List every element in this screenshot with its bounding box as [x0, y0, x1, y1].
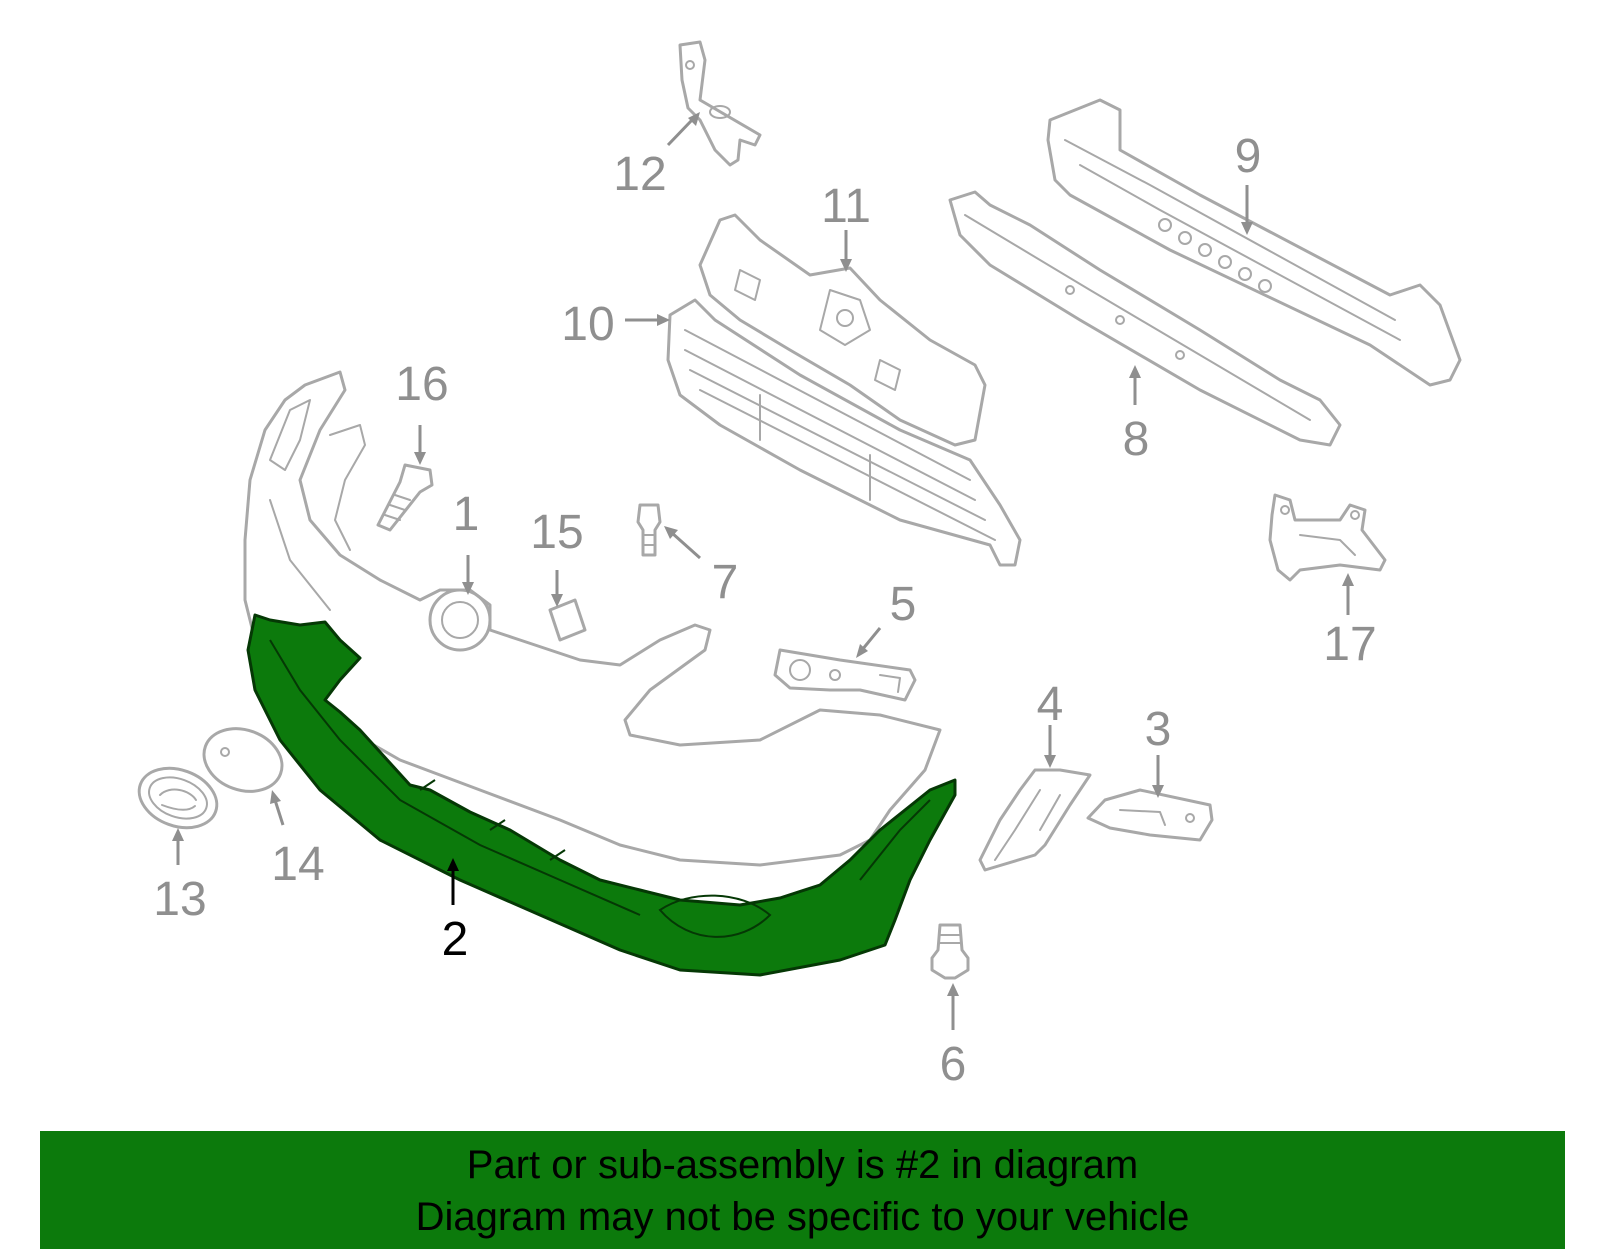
callout-16: 16	[395, 358, 448, 411]
part-2-lower-valance-highlighted	[246, 613, 957, 977]
part-17-bracket	[1268, 493, 1387, 582]
callout-11: 11	[821, 180, 871, 233]
callout-arrows	[172, 112, 1354, 1030]
callout-labels: 12 9 11 10 8 16 1 15 7 5 17 4 3 6 13 14 …	[153, 130, 1376, 1091]
part-9-reinforcement	[1046, 98, 1462, 387]
callout-1: 1	[453, 488, 480, 541]
callout-6: 6	[940, 1038, 967, 1091]
part-11-grille-bracket	[698, 213, 987, 447]
callout-15: 15	[530, 506, 583, 559]
callout-14: 14	[271, 838, 324, 891]
part-5-bracket	[773, 648, 917, 702]
notice-banner: Part or sub-assembly is #2 in diagram Di…	[40, 1131, 1565, 1249]
callout-5: 5	[890, 578, 917, 631]
part-8-absorber	[948, 190, 1342, 447]
part-10-grille	[666, 298, 1022, 567]
part-16-screw	[376, 463, 434, 532]
callout-9: 9	[1235, 130, 1262, 183]
callout-12: 12	[613, 148, 666, 201]
notice-line-1: Part or sub-assembly is #2 in diagram	[466, 1143, 1139, 1187]
part-4-bracket	[978, 768, 1092, 872]
callout-13: 13	[153, 873, 206, 926]
part-15-clip	[548, 598, 587, 642]
part-13-emblem	[137, 766, 219, 830]
callout-10: 10	[561, 298, 614, 351]
callout-4: 4	[1037, 678, 1064, 731]
notice-line-2: Diagram may not be specific to your vehi…	[415, 1195, 1190, 1239]
part-7-bolt	[636, 503, 662, 557]
callout-7: 7	[712, 556, 739, 609]
callout-8: 8	[1123, 413, 1150, 466]
callout-3: 3	[1145, 703, 1172, 756]
part-12-bracket	[678, 40, 762, 167]
part-14-emblem-base	[202, 727, 284, 793]
callout-17: 17	[1323, 618, 1376, 671]
part-3-bracket	[1086, 788, 1214, 842]
part-6-bolt	[930, 923, 970, 980]
callout-2-highlighted: 2	[442, 913, 469, 966]
